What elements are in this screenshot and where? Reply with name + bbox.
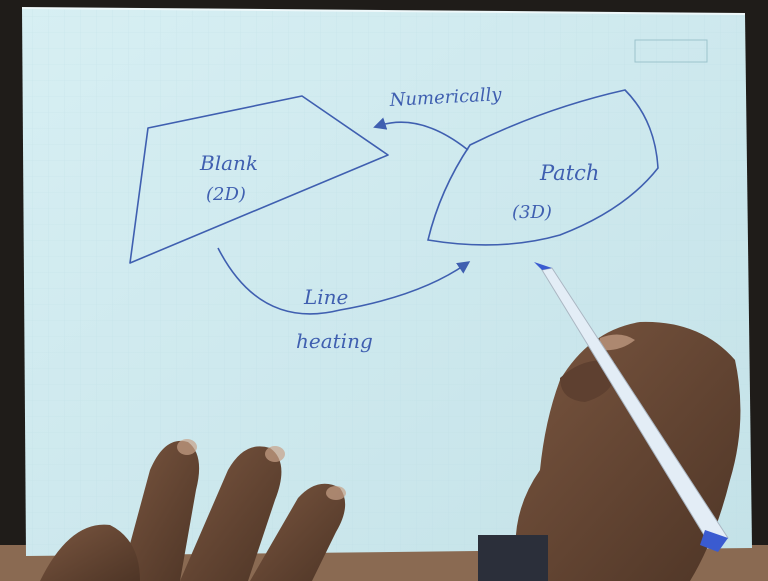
blank-dimension-label: (2D) [206,184,246,205]
heating-label: heating [296,329,373,353]
blank-shape-outline [129,95,389,264]
corner-stamp [634,39,708,63]
patch-dimension-label: (3D) [512,202,552,223]
wristwatch [478,535,548,581]
pen-cap-end [700,530,728,552]
pen [534,262,729,552]
patch-shape-outline [427,89,659,246]
line-heating-arrow [217,247,471,315]
blank-label: Blank [199,151,258,175]
line-label: Line [303,285,348,309]
numerically-arrow [373,117,469,151]
paper-top-edge [21,7,746,15]
patch-label: Patch [539,161,599,185]
left-hand [40,439,346,581]
right-hand [478,321,741,581]
